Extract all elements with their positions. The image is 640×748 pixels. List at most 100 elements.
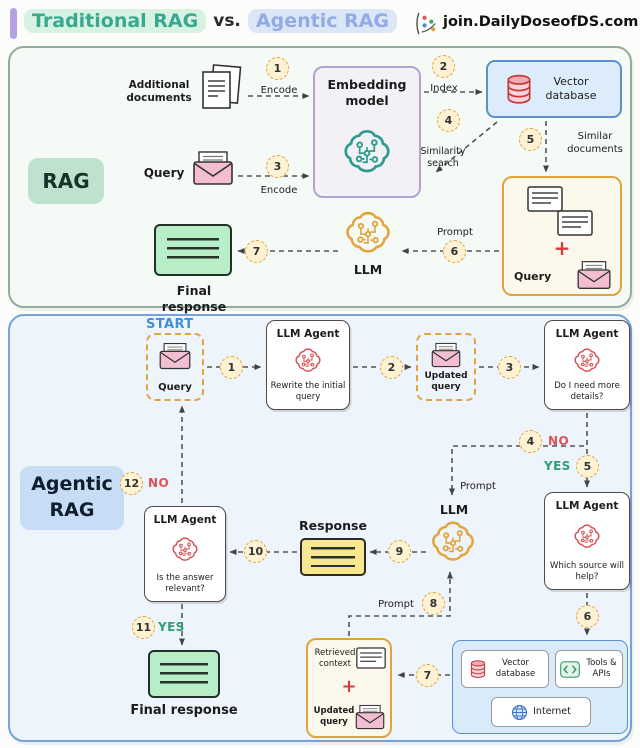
source-tools-apis-label: Tools & APIs: [586, 658, 617, 679]
agent-relevant-desc: Is the answer relevant?: [156, 572, 214, 594]
similar-documents-label: Similar documents: [567, 131, 623, 155]
similarity-search-label: Similarity search: [420, 146, 466, 169]
rag-prompt-label: Prompt: [437, 227, 473, 238]
agent-brain-icon: [293, 346, 323, 374]
start-label: START: [146, 317, 194, 332]
agentic-llm-brain-icon: [428, 518, 478, 564]
agent-relevant-box: LLM Agent Is the answer relevant?: [144, 506, 226, 602]
embedding-brain-icon: [340, 126, 394, 176]
llm-label: LLM: [353, 262, 383, 277]
prompt-label-upper: Prompt: [460, 481, 496, 492]
final-response-label: Final response: [161, 283, 227, 314]
agentic-label-line1: Agentic: [31, 473, 113, 496]
rag-step-2-label: Index: [430, 83, 458, 94]
response-lines: [160, 663, 208, 685]
additional-documents-label: Additional documents: [126, 79, 192, 105]
source-internet-label: Internet: [533, 706, 571, 718]
agent-rewrite-title: LLM Agent: [276, 328, 340, 340]
agentic-rag-panel-label: Agentic RAG: [20, 466, 124, 530]
agent-source-desc: Which source will help?: [550, 560, 624, 582]
plus-sign: +: [553, 236, 571, 260]
agent-brain-icon: [572, 346, 602, 374]
agentic-step-6: 6: [576, 605, 599, 628]
agent-details-desc: Do I need more details?: [554, 380, 620, 402]
database-icon: [506, 72, 532, 106]
code-icon: [560, 661, 580, 678]
accent-bar: [10, 8, 17, 39]
updated-query-envelope-icon: [430, 342, 462, 368]
vector-database-box: Vector database: [486, 60, 622, 118]
rag-step-5: 5: [519, 128, 542, 151]
source-vector-database: Vector database: [461, 650, 549, 688]
context-envelope-icon: [354, 704, 386, 730]
no-label-lower: NO: [148, 476, 170, 490]
site-link[interactable]: join.DailyDoseofDS.com: [443, 14, 639, 30]
response-box: [300, 538, 366, 576]
title-agentic-rag: Agentic RAG: [247, 9, 398, 33]
agentic-step-2: 2: [380, 356, 403, 379]
globe-icon: [511, 704, 528, 721]
yes-label-lower: YES: [158, 620, 185, 634]
context-plus-query-box: + Query: [502, 176, 622, 296]
context-envelope-icon: [576, 260, 612, 290]
agentic-query-envelope-icon: [158, 342, 192, 370]
no-label-upper: NO: [548, 434, 570, 448]
source-vector-database-label: Vector database: [495, 658, 536, 679]
source-internet: Internet: [491, 697, 591, 727]
context-query-label: Query: [514, 270, 552, 283]
query-label: Query: [143, 166, 185, 180]
final-response-box: [154, 224, 232, 276]
agentic-llm-label: LLM: [439, 502, 469, 517]
rag-step-1-label: Encode: [260, 85, 298, 96]
rag-step-2: 2: [432, 55, 455, 78]
documents-stack-icon: [198, 64, 244, 114]
rag-step-1: 1: [266, 57, 289, 80]
rag-step-3: 3: [266, 155, 289, 178]
embedding-model-label: Embedding model: [327, 77, 407, 109]
response-lines: [167, 238, 219, 262]
agent-source-box: LLM Agent Which source will help?: [544, 492, 630, 590]
rag-panel-label: RAG: [28, 158, 104, 204]
llm-brain-icon: [342, 208, 394, 256]
agentic-query-label: Query: [158, 382, 192, 393]
agentic-step-9: 9: [388, 540, 411, 563]
agentic-step-5: 5: [576, 455, 599, 478]
dailydose-logo-icon: [414, 11, 439, 36]
agent-relevant-title: LLM Agent: [153, 514, 217, 526]
agent-rewrite-desc: Rewrite the initial query: [270, 380, 346, 402]
updated-query-box: Updated query: [416, 333, 476, 401]
agent-rewrite-box: LLM Agent Rewrite the initial query: [266, 320, 350, 410]
vector-database-label: Vector database: [545, 74, 597, 102]
title-traditional-rag: Traditional RAG: [24, 9, 207, 33]
agentic-step-11: 11: [132, 616, 155, 639]
agentic-step-4: 4: [519, 430, 542, 453]
rag-step-4: 4: [437, 109, 460, 132]
response-lines: [311, 547, 355, 567]
retrieved-context-box: Retrieved context + Updated query: [306, 638, 392, 738]
title-vs: vs.: [213, 11, 241, 31]
response-label: Response: [299, 518, 367, 533]
agent-details-box: LLM Agent Do I need more details?: [544, 320, 630, 410]
retrieved-context-label: Retrieved context: [314, 648, 356, 670]
rag-step-6: 6: [443, 240, 466, 263]
agentic-label-line2: RAG: [49, 499, 95, 521]
updated-query-label: Updated query: [424, 371, 468, 393]
agentic-final-response-box: [148, 650, 220, 698]
agent-brain-icon: [170, 535, 200, 563]
agentic-step-3: 3: [498, 356, 521, 379]
sources-panel: Vector database Tools & APIs Internet: [452, 640, 628, 734]
prompt-label-lower: Prompt: [378, 599, 414, 610]
context-document-icon: [356, 647, 386, 669]
agentic-step-12: 12: [120, 472, 143, 495]
agentic-step-1: 1: [220, 356, 243, 379]
context-document-icon: [546, 210, 604, 236]
page-title: Traditional RAG vs. Agentic RAG: [24, 9, 398, 33]
retrieved-updated-query-label: Updated query: [313, 706, 355, 728]
context-document-icon: [516, 186, 574, 212]
query-envelope-icon: [192, 150, 234, 186]
plus-sign: +: [341, 676, 357, 697]
agentic-query-box: Query: [146, 333, 204, 401]
agent-brain-icon: [572, 522, 602, 550]
rag-step-3-label: Encode: [260, 185, 298, 196]
